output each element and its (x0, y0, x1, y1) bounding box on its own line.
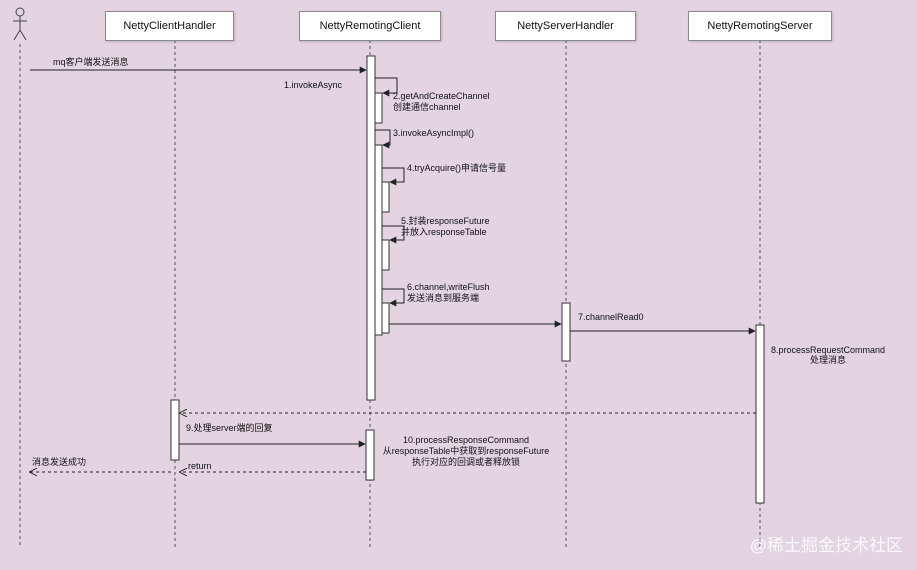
remoting-client-activation-2 (365, 429, 375, 481)
watermark: @稀土掘金技术社区 (749, 536, 903, 555)
arrow-m6 (382, 288, 405, 307)
label-m3: 3.invokeAsyncImpl() (393, 128, 475, 138)
label-m10a: 10.processResponseCommand (402, 435, 530, 445)
label-return: return (188, 461, 212, 471)
label-m10c: 执行对应的回调或者释放锁 (411, 457, 520, 467)
arrow-m5 (382, 225, 405, 244)
arrow-m2 (375, 77, 398, 97)
remoting-client-activation (366, 55, 376, 401)
activation-invokeAsyncImpl (374, 144, 383, 336)
label-m5b: 并放入responseTable (401, 227, 487, 237)
activation-writeFlush (381, 302, 390, 334)
label-m4: 4.tryAcquire()申请信号量 (407, 163, 507, 173)
label-m7: 7.channelRead0 (578, 312, 644, 322)
arrow-m3 (375, 129, 391, 149)
actor-icon (13, 7, 27, 41)
server-handler-activation (561, 302, 571, 362)
label-m6b: 发送消息到服务端 (407, 293, 480, 303)
label-m0: mq客户端发送消息 (53, 57, 129, 67)
label-m2a: 2.getAndCreateChannel (393, 91, 490, 101)
label-done: 消息发送成功 (32, 457, 87, 467)
label-m5a: 5.封装responseFuture (401, 216, 490, 226)
participant-client-handler: NettyClientHandler (105, 11, 234, 41)
label-m8b: 处理消息 (809, 355, 846, 365)
label-m10b: 从responseTable中获取到responseFuture (382, 446, 550, 456)
activation-tryAcquire (381, 181, 390, 213)
participant-remoting-server: NettyRemotingServer (688, 11, 832, 41)
label-m9: 9.处理server端的回复 (186, 423, 273, 433)
label-m1: 1.invokeAsync (284, 80, 343, 90)
activation-responseFuture (381, 239, 390, 271)
participant-server-handler: NettyServerHandler (495, 11, 636, 41)
label-m6a: 6.channel,writeFlush (407, 282, 490, 292)
remoting-server-activation (755, 324, 765, 504)
participant-remoting-client: NettyRemotingClient (299, 11, 441, 41)
label-m2b: 创建通信channel (393, 102, 461, 112)
arrow-m4 (382, 167, 405, 186)
activation-getAndCreateChannel (374, 92, 383, 124)
client-handler-activation (170, 399, 180, 461)
label-m8a: 8.processRequestCommand (770, 345, 886, 355)
